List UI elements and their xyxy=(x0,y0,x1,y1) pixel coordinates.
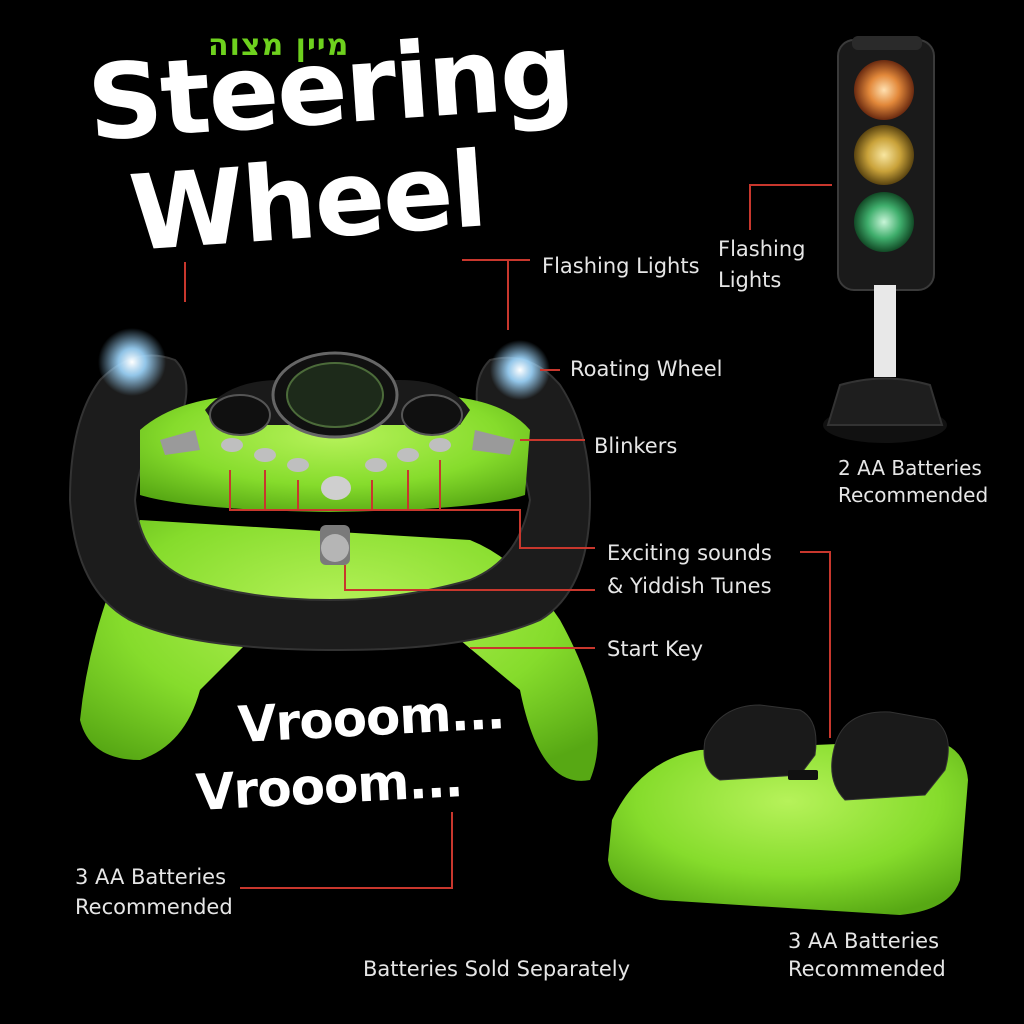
label-batteries-sold-separately: Batteries Sold Separately xyxy=(363,957,631,981)
callout-lines xyxy=(184,184,832,889)
title-line-1: Steering xyxy=(83,9,577,165)
pedal-unit xyxy=(608,704,968,915)
label-wheel-batteries-line-1: 3 AA Batteries xyxy=(75,865,227,889)
label-traffic-batteries-line-2: Recommended xyxy=(838,483,989,507)
label-traffic-batteries-line-1: 2 AA Batteries xyxy=(838,456,982,480)
label-pedal-batteries-line-2: Recommended xyxy=(788,957,946,981)
label-sounds-line-2: & Yiddish Tunes xyxy=(607,574,772,598)
label-wheel-batteries-line-2: Recommended xyxy=(75,895,233,919)
green-lamp xyxy=(854,192,914,252)
label-rotating-wheel: Roating Wheel xyxy=(570,357,723,381)
steering-wheel xyxy=(68,328,592,652)
brand-logo-text: מיין מצוה xyxy=(208,28,350,63)
red-lamp xyxy=(854,60,914,120)
label-sounds-line-1: Exciting sounds xyxy=(607,541,772,565)
label-blinkers: Blinkers xyxy=(594,434,678,458)
label-start-key: Start Key xyxy=(607,637,704,661)
label-traffic-flashing-line-2: Lights xyxy=(718,268,782,292)
traffic-light xyxy=(823,36,947,443)
vroom-line-1: Vrooom... xyxy=(236,682,506,754)
title-line-2: Wheel xyxy=(125,128,489,275)
label-traffic-flashing-line-1: Flashing xyxy=(718,237,806,261)
label-pedal-batteries-line-1: 3 AA Batteries xyxy=(788,929,940,953)
yellow-lamp xyxy=(854,125,914,185)
label-flashing-lights: Flashing Lights xyxy=(542,254,700,278)
vroom-line-2: Vrooom... xyxy=(194,750,464,822)
